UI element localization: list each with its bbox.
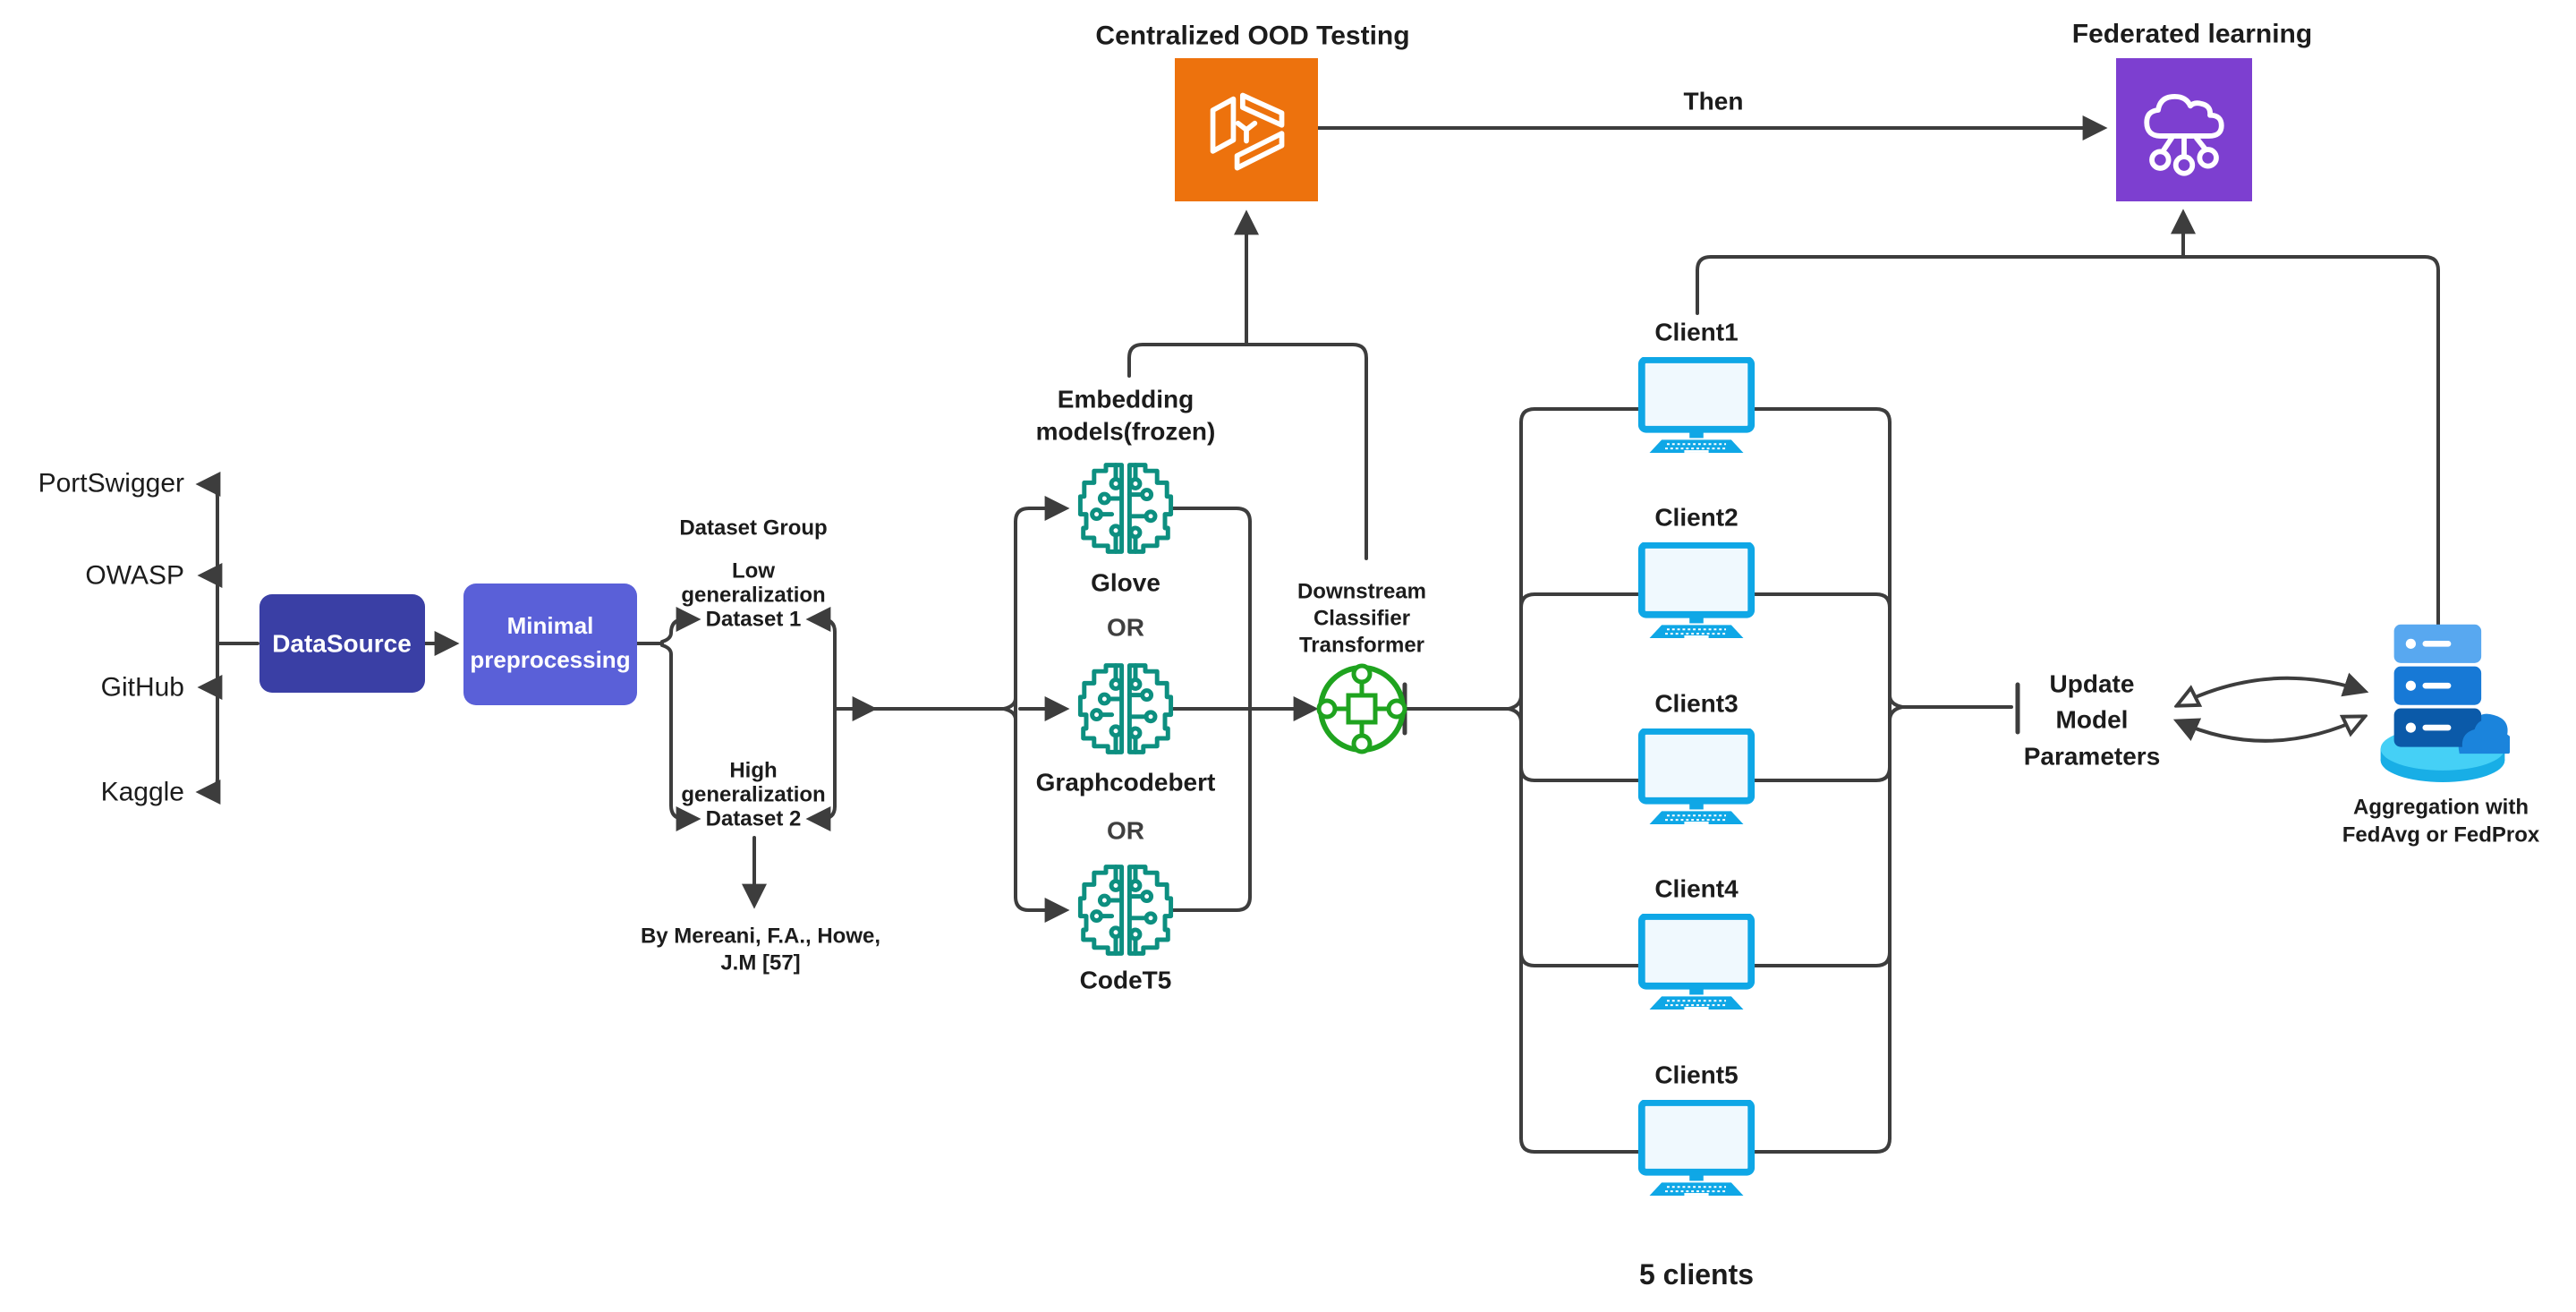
classifier-node: Downstream Classifier Transformer (1297, 580, 1426, 754)
dataset1-line3: Dataset 1 (706, 608, 802, 632)
ood-title: Centralized OOD Testing (1095, 21, 1409, 51)
dataset-group: Dataset Group Low generalization Dataset… (641, 516, 880, 975)
classifier-label-line1: Downstream (1297, 580, 1426, 604)
embedding-title-line1: Embedding (1058, 386, 1194, 413)
client5-computer-icon (1642, 1103, 1751, 1196)
ood-node: Centralized OOD Testing (1095, 21, 1410, 201)
classifier-label-line3: Transformer (1299, 634, 1424, 658)
clients-merge-pinch-up (1888, 694, 1904, 709)
source-owasp: OWASP (85, 561, 184, 591)
dataset2-line2: generalization (681, 783, 825, 807)
graphcodebert-label: Graphcodebert (1036, 769, 1216, 797)
embedding-group: Embedding models(frozen) Glove OR Graphc… (1036, 386, 1216, 994)
source-kaggle: Kaggle (101, 778, 184, 807)
dataset2-line3: Dataset 2 (706, 807, 802, 831)
dataset-split-down (660, 643, 701, 831)
codet5-label: CodeT5 (1080, 967, 1172, 994)
client3-label: Client3 (1654, 690, 1738, 718)
arrow-to-kaggle (195, 777, 221, 805)
arrow-server-to-update (2178, 717, 2364, 743)
aggregation-node: Aggregation with FedAvg or FedProx (2342, 624, 2540, 848)
client3-computer-icon (1642, 731, 1751, 824)
arrow-to-portswigger (195, 472, 221, 499)
client2-label: Client2 (1654, 504, 1738, 532)
dataset-bracket-arrow-bottom (805, 805, 837, 831)
source-github: GitHub (101, 673, 184, 703)
source-portswigger: PortSwigger (38, 469, 184, 498)
dataset1-line2: generalization (681, 584, 825, 608)
update-line2: Model (2056, 706, 2129, 734)
clients-count-label: 5 clients (1639, 1258, 1754, 1291)
client4-label: Client4 (1654, 875, 1739, 903)
clients-split-pinch-down (1507, 707, 1523, 724)
arrow-to-glove (1014, 496, 1070, 524)
clients-split-pinch-up (1507, 694, 1523, 711)
glove-out (1171, 507, 1252, 524)
codet5-brain-icon (1080, 867, 1170, 954)
preprocessing-label-line2: preprocessing (470, 646, 630, 673)
client1-computer-icon (1642, 360, 1751, 453)
dataset-group-title: Dataset Group (679, 516, 827, 541)
embedding-title-line2: models(frozen) (1036, 418, 1216, 446)
codet5-out (1171, 895, 1252, 912)
arrow-to-codet5 (1014, 895, 1070, 923)
dataset2-line1: High (729, 759, 777, 783)
aggregation-label-line1: Aggregation with (2353, 796, 2529, 820)
clients-group: Client1 Client2 Client3 Client4 Client5 … (1639, 319, 1754, 1291)
update-line3: Parameters (2024, 743, 2161, 771)
glove-label: Glove (1091, 569, 1160, 597)
dataset1-line1: Low (732, 559, 775, 584)
datasource-label: DataSource (272, 630, 412, 658)
client2-computer-icon (1642, 545, 1751, 638)
transformer-icon (1316, 663, 1407, 754)
clients-to-federated-line (1696, 255, 2440, 628)
or-label-1: OR (1107, 614, 1144, 642)
client1-label: Client1 (1654, 319, 1738, 346)
connector-lines (195, 115, 2440, 1154)
preprocessing-label-line1: Minimal (507, 612, 594, 639)
then-label: Then (1684, 88, 1744, 115)
update-parameters-label: Update Model Parameters (2024, 670, 2161, 771)
preprocessing-node: Minimal preprocessing (463, 584, 637, 705)
clients-merge-pinch-down (1888, 705, 1904, 722)
glove-brain-icon (1080, 465, 1170, 552)
graphcodebert-brain-icon (1080, 666, 1170, 753)
aggregation-server-icon (2380, 624, 2510, 782)
aggregation-label-line2: FedAvg or FedProx (2342, 823, 2540, 848)
or-label-2: OR (1107, 817, 1144, 845)
source-labels: PortSwigger OWASP GitHub Kaggle (38, 469, 184, 807)
arrow-update-to-server (2178, 678, 2364, 705)
classifier-label-line2: Classifier (1314, 607, 1410, 631)
datasource-node: DataSource (259, 594, 425, 693)
federated-node: Federated learning (2072, 20, 2312, 201)
citation-line1: By Mereani, F.A., Howe, (641, 924, 880, 949)
update-line1: Update (2050, 670, 2135, 698)
dataset-bracket-arrow-top (805, 607, 837, 634)
client4-computer-icon (1642, 916, 1751, 1010)
dataset-split-up (660, 607, 701, 643)
federated-title: Federated learning (2072, 20, 2312, 49)
client5-label: Client5 (1654, 1061, 1738, 1089)
citation-line2: J.M [57] (720, 951, 800, 975)
